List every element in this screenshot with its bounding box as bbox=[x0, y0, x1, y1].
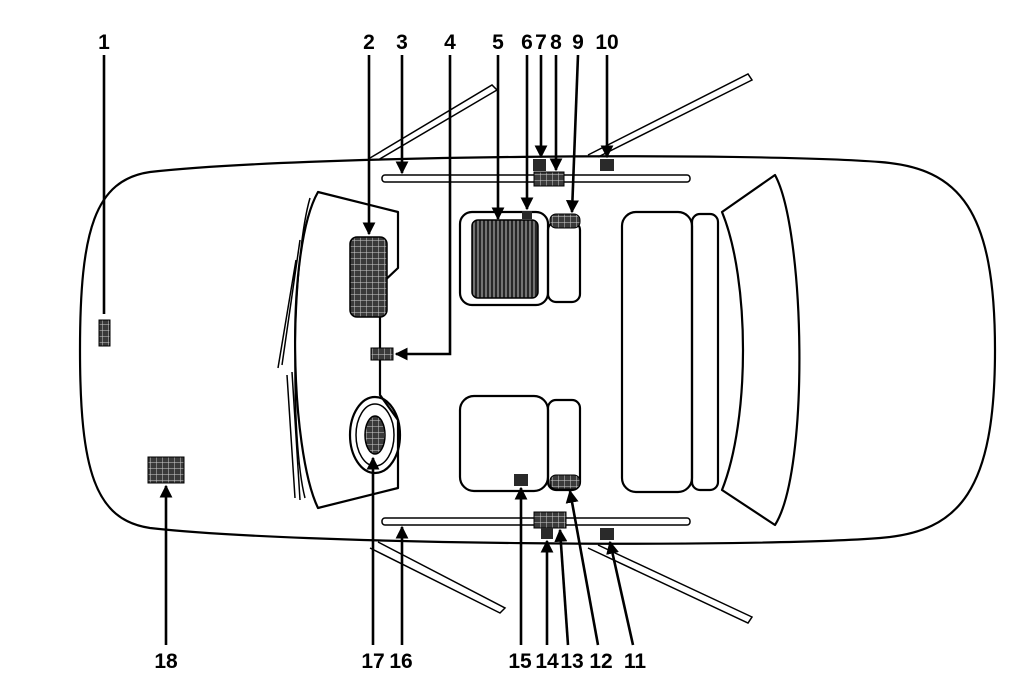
component-18 bbox=[147, 456, 185, 484]
callout-12: 12 bbox=[589, 650, 612, 673]
callout-14: 14 bbox=[535, 650, 559, 673]
component-10 bbox=[600, 159, 614, 171]
callout-6: 6 bbox=[521, 31, 533, 54]
callout-1: 1 bbox=[98, 31, 110, 54]
callout-2: 2 bbox=[363, 31, 375, 54]
component-13-14 bbox=[533, 511, 567, 529]
component-15 bbox=[514, 474, 528, 486]
callout-18: 18 bbox=[154, 650, 178, 673]
component-14 bbox=[541, 528, 553, 539]
leader-lines bbox=[102, 54, 635, 646]
callout-17: 17 bbox=[361, 650, 384, 673]
rear-seat bbox=[620, 210, 720, 494]
windshield bbox=[277, 190, 400, 510]
component-4 bbox=[370, 347, 394, 361]
callout-10: 10 bbox=[595, 31, 618, 54]
callout-15: 15 bbox=[508, 650, 532, 673]
callout-labels: 1 2 3 4 5 6 7 8 9 10 11 12 13 14 15 16 1… bbox=[98, 31, 646, 673]
callout-16: 16 bbox=[389, 650, 412, 673]
component-2 bbox=[349, 236, 388, 318]
rear-window bbox=[720, 173, 801, 527]
component-7 bbox=[533, 159, 546, 171]
components bbox=[98, 159, 614, 540]
callout-5: 5 bbox=[492, 31, 504, 54]
callout-11: 11 bbox=[624, 650, 647, 673]
callout-13: 13 bbox=[560, 650, 583, 673]
callout-4: 4 bbox=[444, 31, 456, 54]
vehicle-body bbox=[78, 155, 997, 545]
component-12 bbox=[549, 474, 581, 490]
component-8 bbox=[533, 171, 565, 187]
component-9 bbox=[549, 213, 581, 229]
component-1 bbox=[98, 319, 111, 347]
callout-8: 8 bbox=[550, 31, 562, 54]
body-mouldings bbox=[369, 73, 754, 624]
front-seat-right bbox=[458, 394, 582, 493]
steering-wheel bbox=[348, 395, 402, 475]
callout-7: 7 bbox=[535, 31, 547, 54]
callout-3: 3 bbox=[396, 31, 408, 54]
callout-9: 9 bbox=[572, 31, 584, 54]
component-6 bbox=[522, 211, 532, 219]
component-11 bbox=[600, 528, 614, 540]
